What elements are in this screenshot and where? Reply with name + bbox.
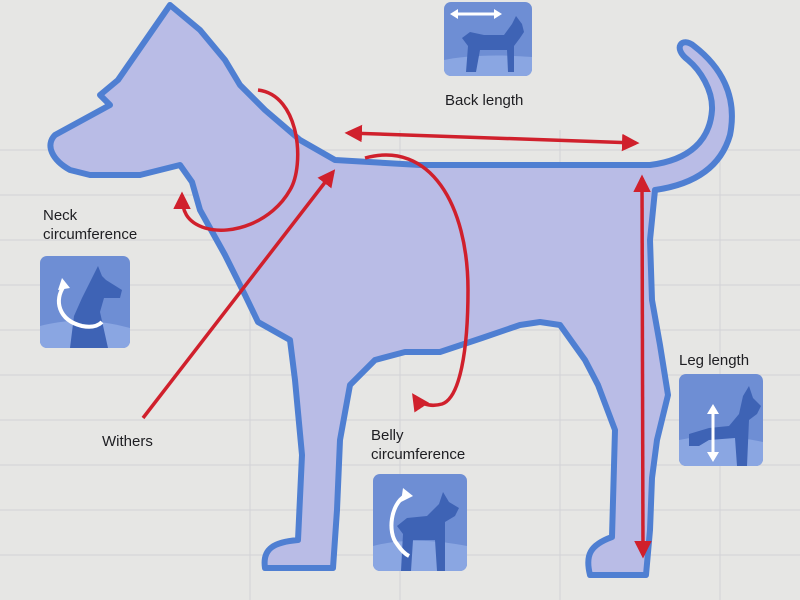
back-length-label: Back length — [445, 92, 524, 109]
leg-length-arrow — [633, 174, 652, 559]
belly-label-line1: Belly — [371, 427, 404, 444]
belly-label-line2: circumference — [371, 446, 466, 463]
back-length-icon — [444, 2, 532, 76]
neck-circumference-icon — [40, 256, 130, 348]
leg-length-label: Leg length — [679, 352, 750, 369]
back-length-arrow — [344, 124, 640, 152]
withers-label: Withers — [102, 433, 153, 450]
neck-circumference-label: Neck circumference — [43, 206, 137, 244]
withers-pointer — [141, 169, 336, 420]
belly-circumference-arrow — [364, 153, 470, 413]
neck-label-line1: Neck — [43, 207, 78, 224]
neck-circumference-arrow — [173, 88, 300, 232]
leg-length-icon — [679, 374, 763, 466]
belly-circumference-label: Belly circumference — [371, 426, 465, 464]
neck-label-line2: circumference — [43, 226, 138, 243]
belly-circumference-icon — [373, 474, 467, 571]
